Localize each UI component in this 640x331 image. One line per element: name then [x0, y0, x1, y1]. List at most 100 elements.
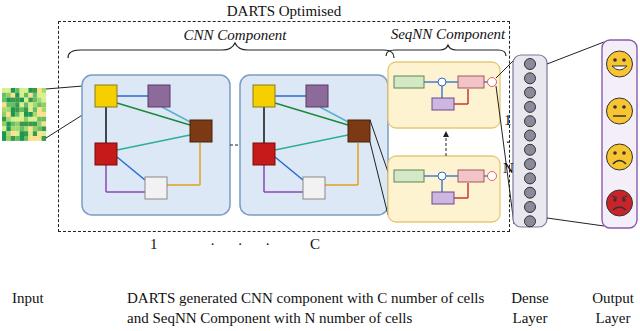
- heatmap-cell: [42, 98, 47, 103]
- heatmap-cell: [33, 88, 38, 93]
- heatmap-cell: [28, 102, 33, 107]
- heatmap-cell: [24, 122, 29, 127]
- heatmap-cell: [11, 98, 16, 103]
- neuron: [525, 87, 536, 98]
- heatmap-cell: [37, 88, 42, 93]
- heatmap-cell: [37, 122, 42, 127]
- caption-label: Dense Layer: [507, 288, 553, 328]
- heatmap-cell: [42, 126, 47, 131]
- heatmap-cell: [33, 126, 38, 131]
- heatmap-cell: [20, 122, 25, 127]
- heatmap-cell: [20, 131, 25, 136]
- heatmap-cell: [20, 112, 25, 117]
- neuron: [525, 73, 536, 84]
- heatmap-cell: [24, 102, 29, 107]
- heatmap-cell: [42, 88, 47, 93]
- caption-label: Output Layer: [589, 288, 637, 328]
- component-label: CNN Component: [160, 25, 310, 45]
- heatmap-cell: [24, 112, 29, 117]
- heatmap-cell: [42, 107, 47, 112]
- heatmap-cell: [28, 136, 33, 141]
- heatmap-cell: [2, 122, 7, 127]
- heatmap-cell: [24, 131, 29, 136]
- neuron: [525, 59, 536, 70]
- heatmap-cell: [2, 102, 7, 107]
- heatmap-cell: [24, 126, 29, 131]
- heatmap-cell: [33, 136, 38, 141]
- heatmap-cell: [15, 88, 20, 93]
- heatmap-cell: [24, 88, 29, 93]
- heatmap-cell: [28, 98, 33, 103]
- neuron: [525, 216, 536, 227]
- neuron: [525, 116, 536, 127]
- heatmap-cell: [2, 107, 7, 112]
- heatmap-cell: [28, 107, 33, 112]
- heatmap-cell: [28, 93, 33, 98]
- heatmap-cell: [15, 98, 20, 103]
- heatmap-cell: [42, 112, 47, 117]
- heatmap-cell: [33, 122, 38, 127]
- heatmap-cell: [28, 126, 33, 131]
- heatmap-cell: [37, 126, 42, 131]
- heatmap-cell: [6, 122, 10, 127]
- heatmap-cell: [28, 117, 33, 122]
- heatmap-cell: [15, 93, 20, 98]
- heatmap-cell: [11, 126, 16, 131]
- neuron: [525, 202, 536, 213]
- neuron: [525, 187, 536, 198]
- heatmap-cell: [33, 112, 38, 117]
- heatmap-cell: [33, 107, 38, 112]
- heatmap-cell: [2, 112, 7, 117]
- cell-index: N: [503, 158, 514, 178]
- cell-index: 1: [150, 234, 158, 254]
- heatmap-cell: [11, 117, 16, 122]
- heatmap-cell: [20, 88, 25, 93]
- heatmap-cell: [11, 107, 16, 112]
- heatmap-cell: [20, 136, 25, 141]
- heatmap-cell: [37, 117, 42, 122]
- heatmap-cell: [15, 136, 20, 141]
- heatmap-cell: [11, 136, 16, 141]
- neuron: [525, 101, 536, 112]
- heatmap-cell: [15, 122, 20, 127]
- heatmap-cell: [15, 126, 20, 131]
- heatmap-cell: [37, 93, 42, 98]
- heatmap-cell: [20, 107, 25, 112]
- heatmap-cell: [37, 107, 42, 112]
- heatmap-cell: [6, 136, 10, 141]
- heatmap-cell: [28, 131, 33, 136]
- heatmap-cell: [15, 102, 20, 107]
- heatmap-cell: [15, 117, 20, 122]
- heatmap-cell: [6, 117, 10, 122]
- heatmap-cell: [6, 107, 10, 112]
- heatmap-cell: [24, 136, 29, 141]
- heatmap-cell: [6, 131, 10, 136]
- heatmap-cell: [11, 102, 16, 107]
- heatmap-cell: [15, 131, 20, 136]
- heatmap-cell: [6, 98, 10, 103]
- neuron: [525, 159, 536, 170]
- heatmap-cell: [20, 93, 25, 98]
- heatmap-cell: [37, 136, 42, 141]
- heatmap-cell: [37, 98, 42, 103]
- heatmap-cell: [2, 117, 7, 122]
- heatmap-cell: [11, 93, 16, 98]
- heatmap-cell: [24, 98, 29, 103]
- heatmap-cell: [42, 122, 47, 127]
- region-title: DARTS Optimised: [59, 2, 509, 20]
- heatmap-cell: [33, 102, 38, 107]
- heatmap-cell: [37, 102, 42, 107]
- heatmap-cell: [28, 122, 33, 127]
- caption-label: Input: [12, 288, 44, 308]
- heatmap-cell: [33, 93, 38, 98]
- caption-label: DARTS generated CNN component with C num…: [127, 288, 499, 328]
- heatmap-cell: [20, 126, 25, 131]
- heatmap-cell: [33, 98, 38, 103]
- heatmap-cell: [11, 112, 16, 117]
- heatmap-cell: [42, 93, 47, 98]
- neuron: [525, 130, 536, 141]
- heatmap-cell: [6, 102, 10, 107]
- heatmap-cell: [11, 88, 16, 93]
- heatmap-cell: [6, 112, 10, 117]
- ellipsis: .: [506, 128, 510, 148]
